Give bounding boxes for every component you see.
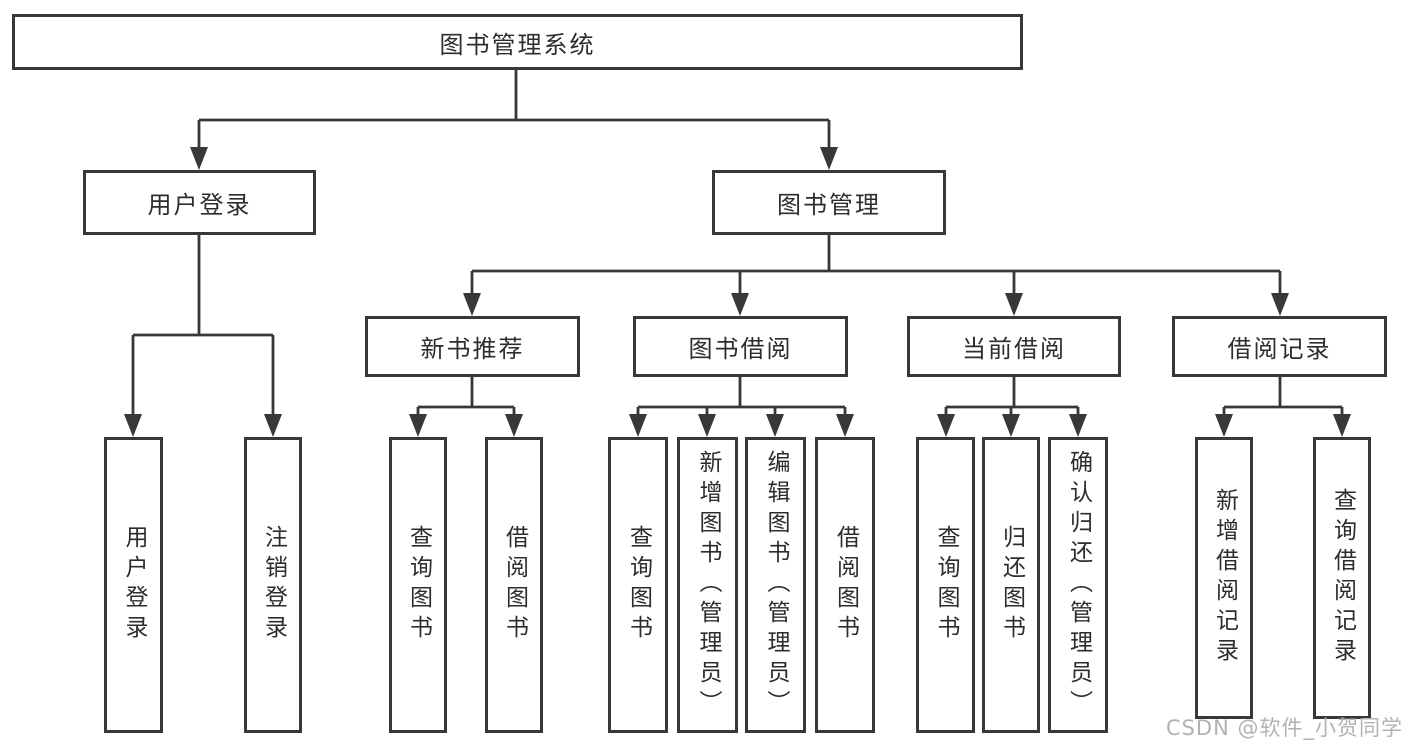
leaf-bb-edit-books-admin: 编辑图书（管理员） <box>745 437 806 733</box>
leaf-user-login: 用户登录 <box>104 437 163 733</box>
node-label: 查询图书 <box>405 525 432 645</box>
leaf-br-query-record: 查询借阅记录 <box>1313 437 1371 719</box>
node-library-system: 图书管理系统 <box>12 14 1023 70</box>
node-label: 注销登录 <box>260 525 287 645</box>
leaf-bb-borrow-books: 借阅图书 <box>815 437 875 733</box>
leaf-cb-confirm-return-admin: 确认归还（管理员） <box>1048 437 1108 733</box>
node-label: 图书借阅 <box>688 335 793 363</box>
node-label: 借阅图书 <box>501 525 528 645</box>
node-label: 查询借阅记录 <box>1329 488 1356 668</box>
node-label: 新增图书（管理员） <box>695 450 721 720</box>
leaf-cb-query-books: 查询图书 <box>916 437 975 733</box>
node-label: 新增借阅记录 <box>1211 488 1238 668</box>
node-label: 图书管理系统 <box>439 30 596 59</box>
node-label: 用户登录 <box>147 191 252 219</box>
node-book-borrowing: 图书借阅 <box>633 316 848 377</box>
node-new-book-recommend: 新书推荐 <box>365 316 580 377</box>
leaf-logout-login: 注销登录 <box>244 437 302 733</box>
node-book-management: 图书管理 <box>712 170 946 235</box>
node-label: 新书推荐 <box>420 335 525 363</box>
csdn-watermark: CSDN @软件_小贺同学 <box>1165 716 1403 740</box>
leaf-br-add-record: 新增借阅记录 <box>1195 437 1253 719</box>
node-label: 图书管理 <box>777 191 881 219</box>
leaf-cb-return-books: 归还图书 <box>982 437 1040 733</box>
node-label: 用户登录 <box>121 525 147 645</box>
node-label: 查询图书 <box>625 525 652 645</box>
leaf-bb-add-books-admin: 新增图书（管理员） <box>677 437 738 733</box>
node-label: 借阅图书 <box>832 525 859 645</box>
node-label: 编辑图书（管理员） <box>763 450 789 720</box>
node-label: 当前借阅 <box>962 335 1066 363</box>
node-label: 查询图书 <box>933 525 959 645</box>
leaf-nbr-query-books: 查询图书 <box>389 437 447 733</box>
node-label: 确认归还（管理员） <box>1065 450 1092 720</box>
leaf-nbr-borrow-books: 借阅图书 <box>485 437 543 733</box>
node-borrowing-records: 借阅记录 <box>1172 316 1387 377</box>
node-current-borrowing: 当前借阅 <box>907 316 1121 377</box>
leaf-bb-query-books: 查询图书 <box>608 437 668 733</box>
node-user-login: 用户登录 <box>83 170 316 235</box>
node-label: 借阅记录 <box>1227 335 1332 363</box>
node-label: 归还图书 <box>998 525 1025 645</box>
